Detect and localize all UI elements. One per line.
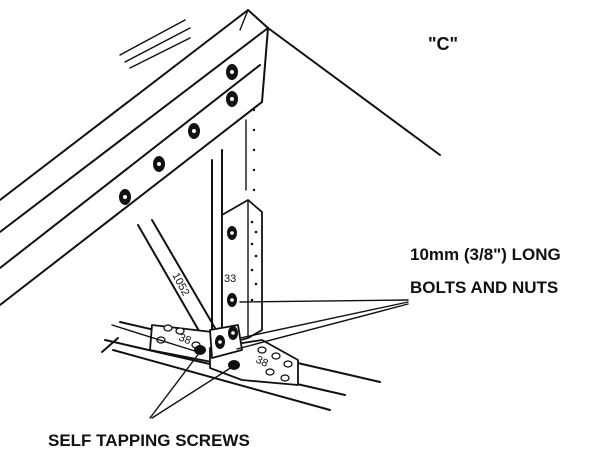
bolt-icon: [194, 345, 206, 355]
eave-beam: [0, 9, 269, 306]
sketch-lines: [119, 19, 191, 69]
bolts-label-line1: 10mm (3/8") LONG: [410, 245, 561, 264]
post-foot: [209, 324, 243, 359]
screw-leader-lines: [111, 324, 233, 419]
screws-label: SELF TAPPING SCREWS: [48, 431, 250, 450]
diagonal-brace: [137, 219, 223, 351]
roof-edge: [267, 27, 441, 156]
part-number-base-plate-right: 38: [254, 354, 270, 370]
part-number-upright-bracket: 33: [224, 273, 236, 285]
section-label: "C": [428, 34, 458, 54]
base-plate-left: [149, 324, 213, 363]
part-number-base-plate-left: 38: [177, 332, 193, 348]
beam-bolts: [119, 64, 238, 205]
bolt-leader-lines: [236, 299, 409, 350]
bolts-label-line2: BOLTS AND NUTS: [410, 278, 558, 297]
